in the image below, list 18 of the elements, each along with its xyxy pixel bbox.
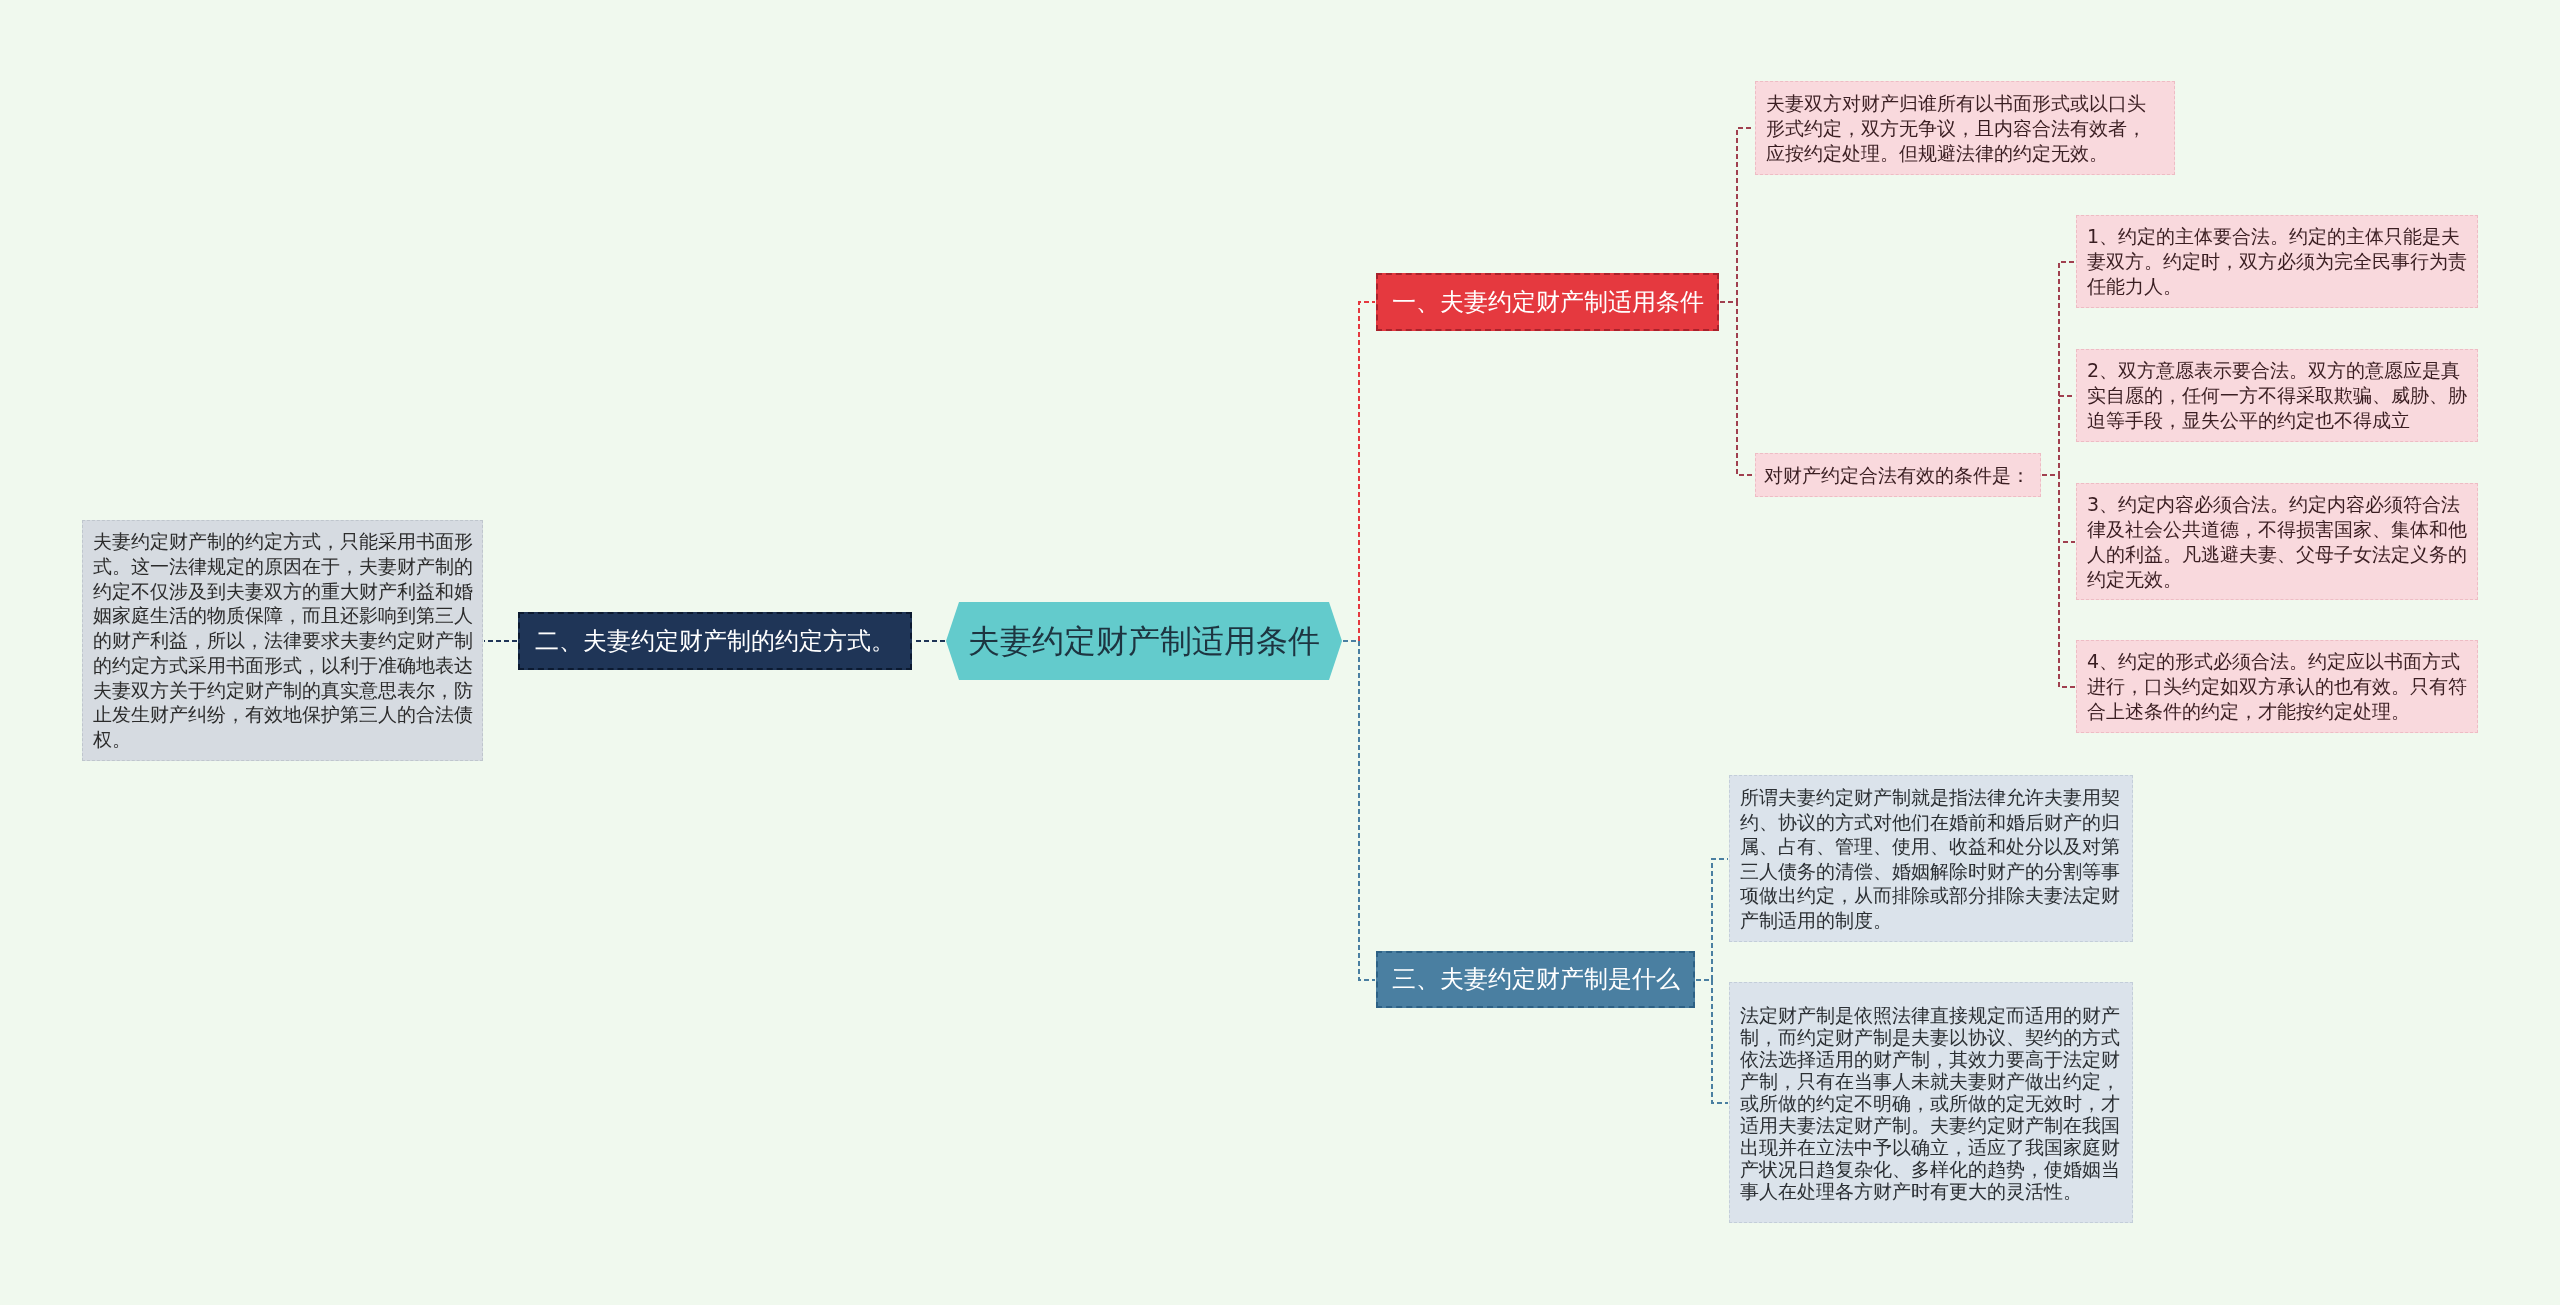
note-box: 夫妻约定财产制的约定方式，只能采用书面形式。这一法律规定的原因在于，夫妻财产制的约定不仅涉及到夫妻双方的重大财产利益和婚姻家庭生活的物质保障，而且还影响到第三人的财产利益，所以，法律要求夫妻约定财产制的约定方式采用书面形式，以利于准确地表达夫妻双方关于约定财产制的真实意思表尔，防止发生财产纠纷，有效地保护第三人的合法债权。: [82, 520, 483, 761]
topic-hexagon: 夫妻约定财产制适用条件: [946, 602, 1342, 680]
connector-line: [1695, 979, 1729, 1104]
connector-line: [2041, 474, 2076, 688]
branch-topic-box: 二、夫妻约定财产制的约定方式。: [518, 612, 912, 670]
note-box: 3、约定内容必须合法。约定内容必须符合法律及社会公共道德，不得损害国家、集体和他人的利益。凡逃避夫妻、父母子女法定义务的约定无效。: [2076, 483, 2478, 600]
branch-topic-box: 一、夫妻约定财产制适用条件: [1376, 273, 1719, 331]
note-box: 4、约定的形式必须合法。约定应以书面方式进行，口头约定如双方承认的也有效。只有符合上述条件的约定，才能按约定处理。: [2076, 640, 2478, 733]
connector-line: [1342, 640, 1376, 981]
connector-line: [1719, 301, 1755, 476]
note-box: 夫妻双方对财产归谁所有以书面形式或以口头形式约定，双方无争议，且内容合法有效者，应按约定处理。但规避法律的约定无效。: [1755, 81, 2175, 175]
subtopic-box: 对财产约定合法有效的条件是：: [1755, 453, 2041, 497]
note-box: 法定财产制是依照法律直接规定而适用的财产制，而约定财产制是夫妻以协议、契约的方式依法选择适用的财产制，其效力要高于法定财产制，只有在当事人未就夫妻财产做出约定，或所做的约定不明确，或所做的定无效时，才适用夫妻法定财产制。夫妻约定财产制在我国出现并在立法中予以确立，适应了我国家庭财产状况日趋复杂化、多样化的趋势，使婚姻当事人在处理各方财产时有更大的灵活性。: [1729, 982, 2133, 1223]
branch-topic-box: 三、夫妻约定财产制是什么: [1376, 951, 1695, 1008]
note-box: 所谓夫妻约定财产制就是指法律允许夫妻用契约、协议的方式对他们在婚前和婚后财产的归属、占有、管理、使用、收益和处分以及对第三人债务的清偿、婚姻解除时财产的分割等事项做出约定，从而排除或部分排除夫妻法定财产制适用的制度。: [1729, 775, 2133, 942]
connector-line: [483, 640, 518, 642]
note-box: 2、双方意愿表示要合法。双方的意愿应是真实自愿的，任何一方不得采取欺骗、威胁、胁迫等手段，显失公平的约定也不得成立: [2076, 349, 2478, 442]
note-box: 1、约定的主体要合法。约定的主体只能是夫妻双方。约定时，双方必须为完全民事行为责任能力人。: [2076, 215, 2478, 308]
